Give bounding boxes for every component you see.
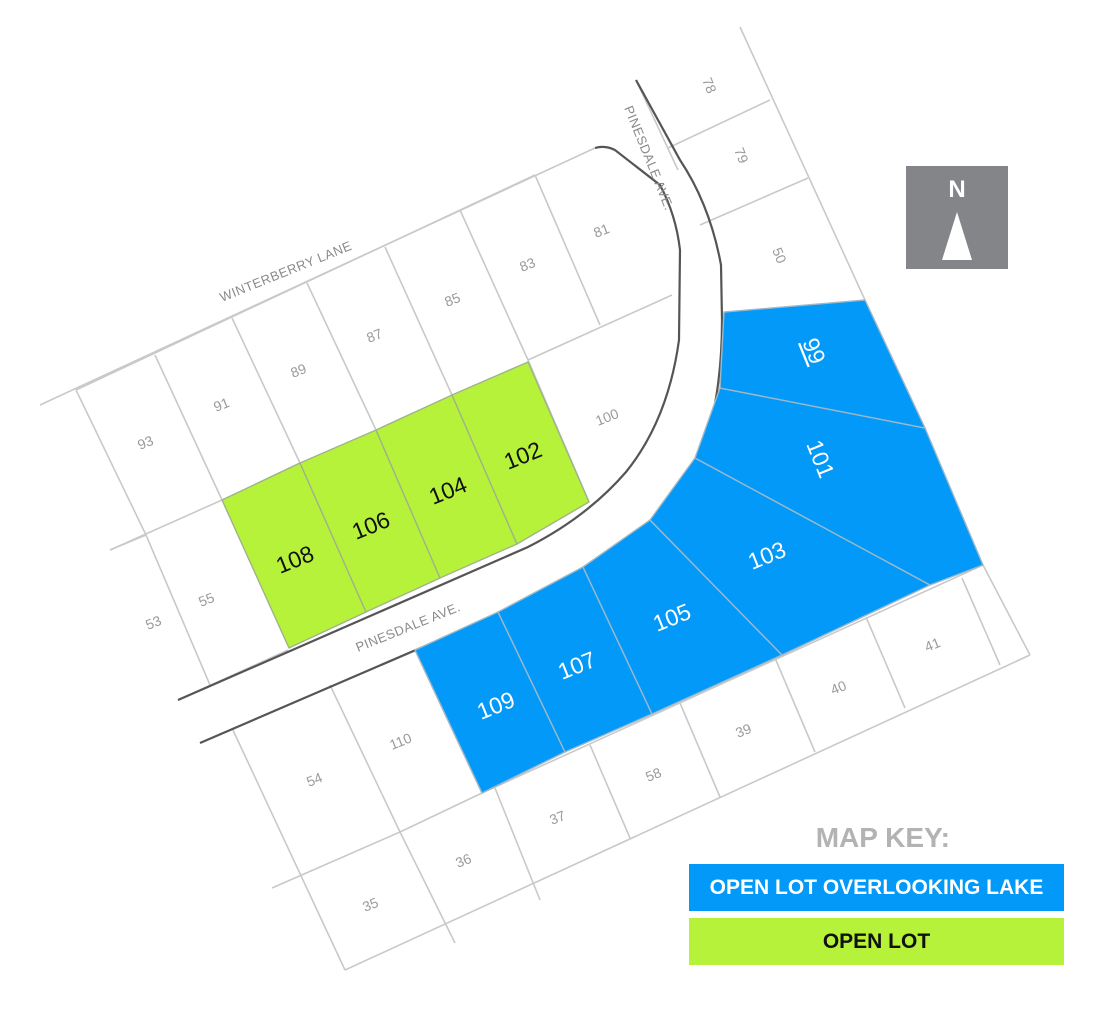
lot-label-110: 110 <box>387 730 414 753</box>
lot-99[interactable] <box>719 299 927 429</box>
north-arrow-icon <box>942 212 972 260</box>
lot-label-40: 40 <box>828 677 849 698</box>
key-open-lot-lake: OPEN LOT OVERLOOKING LAKE <box>689 864 1064 911</box>
gray-lot-labels: 93 91 89 87 85 83 81 100 53 55 54 110 35… <box>135 75 943 915</box>
lot-label-53: 53 <box>143 612 164 633</box>
lot-label-41: 41 <box>922 634 943 655</box>
lot-102[interactable] <box>451 361 590 546</box>
key-open-lot: OPEN LOT <box>689 918 1064 965</box>
lot-label-89: 89 <box>288 360 309 381</box>
north-compass: N <box>906 166 1008 269</box>
lot-label-85: 85 <box>442 289 463 310</box>
lot-label-83: 83 <box>517 254 538 275</box>
open-lots <box>221 361 590 649</box>
lot-label-93: 93 <box>135 432 156 453</box>
lot-label-58: 58 <box>643 764 664 785</box>
lot-label-91: 91 <box>211 394 232 415</box>
lot-label-79: 79 <box>731 145 752 166</box>
lot-label-81: 81 <box>591 220 612 241</box>
lot-101[interactable] <box>694 387 984 586</box>
lot-label-55: 55 <box>196 589 217 610</box>
lot-label-36: 36 <box>453 850 474 871</box>
lot-label-100: 100 <box>593 405 621 429</box>
street-winterberry: WINTERBERRY LANE <box>218 238 355 305</box>
lot-label-78: 78 <box>699 75 720 96</box>
lot-label-50: 50 <box>769 245 790 266</box>
lot-label-87: 87 <box>364 325 385 346</box>
lot-label-39: 39 <box>733 720 754 741</box>
lot-label-35: 35 <box>360 894 381 915</box>
lake-lots <box>414 299 984 794</box>
map-key-title: MAP KEY: <box>815 822 950 853</box>
north-letter: N <box>948 176 966 203</box>
lot-label-37: 37 <box>547 807 568 828</box>
street-pinesdale-north: PINESDALE AVE. <box>621 104 677 213</box>
blue-lot-labels: 99 101 103 105 107 109 <box>473 334 840 725</box>
lot-label-54: 54 <box>304 769 325 790</box>
